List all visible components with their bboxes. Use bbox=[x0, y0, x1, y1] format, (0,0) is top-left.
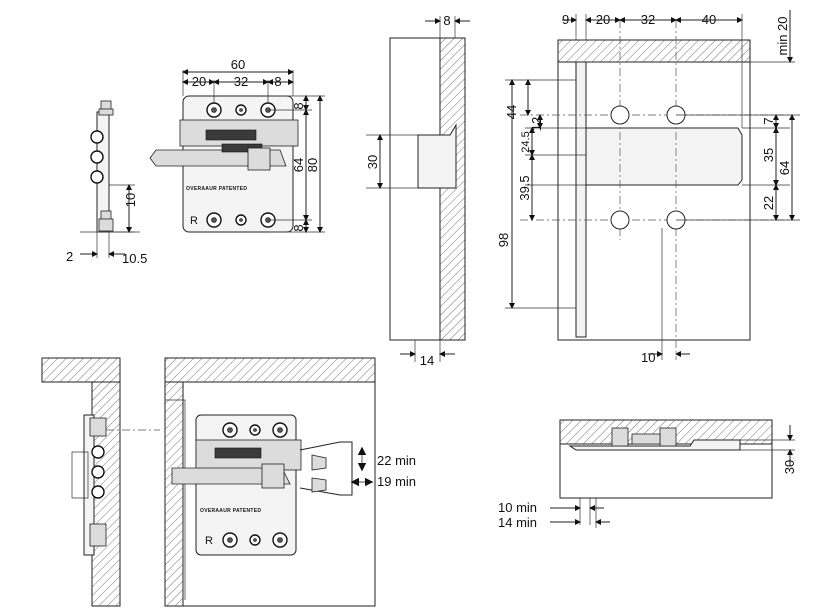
front-view: OVERAAUR PATENTED R 60 20 32 8 8 64 8 80 bbox=[149, 57, 325, 233]
front-dim-top: 8 bbox=[291, 102, 306, 109]
front-stamp: OVERAAUR PATENTED bbox=[186, 186, 247, 192]
adjustment-view: OVERAAUR PATENTED R 22 min 19 min bbox=[164, 357, 416, 607]
side-view: 10 2 10.5 bbox=[66, 100, 147, 266]
top-dim-min-b: 14 min bbox=[498, 515, 537, 530]
drill-dim-top-off: 12 bbox=[529, 117, 544, 131]
drill-dim-right-top: 7 bbox=[761, 117, 776, 124]
drill-dim-min: min 20 bbox=[775, 16, 790, 55]
front-dim-width: 60 bbox=[231, 57, 245, 72]
top-dim-min-a: 10 min bbox=[498, 500, 537, 515]
section-dim-wall: 8 bbox=[443, 13, 450, 28]
top-dim-depth: 30 bbox=[782, 460, 797, 474]
adjust-horizontal: 19 min bbox=[377, 474, 416, 489]
front-dim-right: 8 bbox=[274, 74, 281, 89]
drill-dim-last: 40 bbox=[702, 12, 716, 27]
front-dim-height: 80 bbox=[305, 158, 320, 172]
section-dim-height: 30 bbox=[365, 155, 380, 169]
drill-dim-bottom: 10 bbox=[641, 350, 655, 365]
drill-dim-total: 98 bbox=[496, 233, 511, 247]
drill-dim-slot: 24.5 bbox=[520, 131, 532, 152]
side-dim-offset: 10.5 bbox=[122, 251, 147, 266]
drilling-view: 9 20 32 40 min 20 98 44 12 24.5 39.5 7 3… bbox=[496, 10, 800, 365]
drill-dim-edge: 9 bbox=[562, 12, 569, 27]
front-dim-holes: 64 bbox=[291, 158, 306, 172]
section-dim-panel: 14 bbox=[420, 353, 434, 368]
drill-dim-right-total: 64 bbox=[777, 161, 792, 175]
front-dim-spacing: 32 bbox=[234, 74, 248, 89]
drill-dim-right-mid: 35 bbox=[761, 148, 776, 162]
section-view: 8 30 14 bbox=[365, 13, 470, 368]
adjust-side-mark: R bbox=[205, 535, 213, 547]
drill-dim-right-low: 22 bbox=[761, 196, 776, 210]
top-view: 30 10 min 14 min bbox=[498, 419, 797, 530]
drill-dim-upper: 44 bbox=[504, 105, 519, 119]
drill-dim-lower: 39.5 bbox=[517, 175, 532, 200]
adjust-stamp: OVERAAUR PATENTED bbox=[200, 508, 261, 514]
side-dim-height: 10 bbox=[123, 193, 138, 207]
adjust-vertical: 22 min bbox=[377, 453, 416, 468]
assembly-side-view bbox=[41, 357, 160, 607]
front-dim-bottom: 8 bbox=[291, 224, 306, 231]
front-dim-left: 20 bbox=[192, 74, 206, 89]
front-side-mark: R bbox=[190, 215, 198, 227]
side-dim-thickness: 2 bbox=[66, 249, 73, 264]
drill-dim-spacing: 32 bbox=[641, 12, 655, 27]
drill-dim-first: 20 bbox=[596, 12, 610, 27]
